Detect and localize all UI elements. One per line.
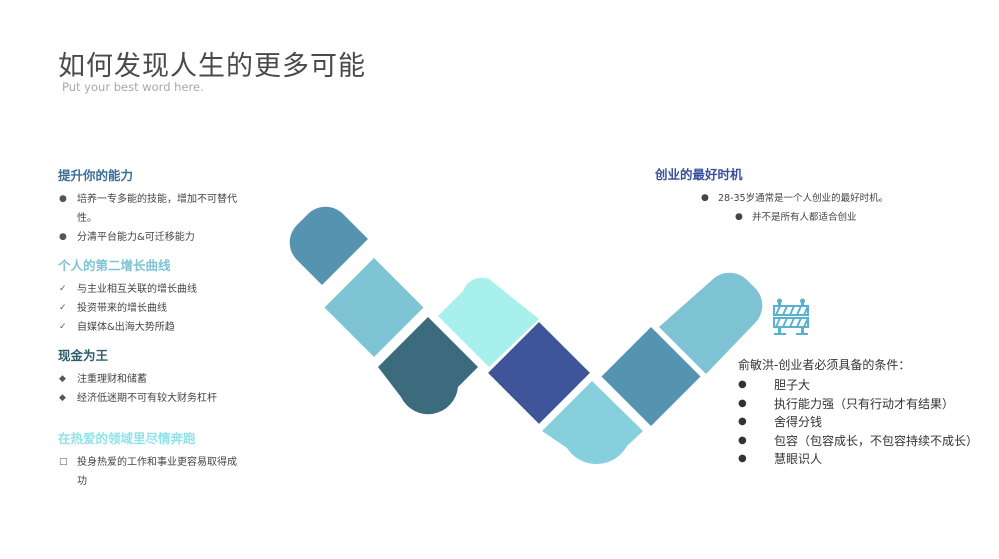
list-item: ◆经济低迷期不可有较大财务杠杆 [58, 389, 238, 408]
list-item: ●执行能力强（只有行动才有结果） [738, 395, 978, 414]
check-icon: ✓ [59, 303, 67, 313]
bullet-icon: ● [59, 232, 67, 242]
square-icon: □ [59, 457, 68, 467]
section-title: 现金为王 [58, 348, 109, 363]
list-item: ●并不是所有人都适合创业 [735, 208, 888, 227]
left-column: 提升你的能力 ●培养一专多能的技能，增加不可替代性。 ●分清平台能力&可迁移能力… [58, 165, 238, 499]
tile-6 [601, 327, 701, 426]
section-ability: 提升你的能力 ●培养一专多能的技能，增加不可替代性。 ●分清平台能力&可迁移能力 [58, 165, 238, 247]
bullet-icon: ● [738, 379, 747, 390]
tile-8 [659, 272, 763, 374]
list-item: ◆注重理财和储蓄 [58, 370, 238, 389]
page-subtitle: Put your best word here. [62, 80, 204, 94]
bullet-icon: ● [738, 397, 747, 409]
list-item: ●慧眼识人 [738, 450, 978, 469]
bullet-icon: ● [738, 416, 747, 427]
bullet-icon: ● [735, 212, 743, 222]
bullet-icon: ● [701, 193, 709, 203]
diamond-icon: ◆ [59, 393, 66, 403]
tile-1 [289, 206, 368, 285]
check-icon: ✓ [59, 322, 67, 332]
list-item: ●28-35岁通常是一个人创业的最好时机。 [701, 189, 888, 208]
tile-3 [378, 317, 478, 415]
section-title: 在热爱的领域里尽情奔跑 [58, 431, 196, 446]
bullet-icon: ● [738, 453, 747, 464]
tile-7 [542, 381, 643, 465]
list-item: ●胆子大 [738, 376, 978, 395]
list-item: □投身热爱的工作和事业更容易取得成功 [58, 453, 238, 491]
road-barrier-icon [772, 298, 810, 336]
startup-timing-block: 创业的最好时机 ●28-35岁通常是一个人创业的最好时机。 ●并不是所有人都适合… [655, 164, 888, 227]
tile-4 [438, 277, 539, 367]
list-item: ✓自媒体&出海大势所趋 [58, 318, 238, 337]
section-growth-curve: 个人的第二增长曲线 ✓与主业相互关联的增长曲线 ✓投资带来的增长曲线 ✓自媒体&… [58, 255, 238, 337]
diamond-icon: ◆ [59, 374, 66, 384]
section-title: 个人的第二增长曲线 [58, 258, 171, 273]
list-item: ●分清平台能力&可迁移能力 [58, 228, 238, 247]
list-item: ✓与主业相互关联的增长曲线 [58, 280, 238, 299]
section-cash: 现金为王 ◆注重理财和储蓄 ◆经济低迷期不可有较大财务杠杆 [58, 345, 238, 408]
section-title: 创业的最好时机 [655, 167, 743, 182]
bullet-icon: ● [738, 434, 747, 446]
page-title: 如何发现人生的更多可能 [58, 51, 366, 82]
founder-conditions-block: 俞敏洪-创业者必须具备的条件： ●胆子大 ●执行能力强（只有行动才有结果） ●舍… [738, 356, 978, 469]
check-icon: ✓ [59, 284, 67, 294]
section-title: 俞敏洪-创业者必须具备的条件： [738, 358, 911, 372]
bullet-icon: ● [59, 194, 67, 204]
list-item: ✓投资带来的增长曲线 [58, 299, 238, 318]
list-item: ●舍得分钱 [738, 413, 978, 432]
list-item: ●包容（包容成长，不包容持续不成长） [738, 432, 978, 451]
section-passion: 在热爱的领域里尽情奔跑 □投身热爱的工作和事业更容易取得成功 [58, 428, 238, 491]
list-item: ●培养一专多能的技能，增加不可替代性。 [58, 190, 238, 228]
section-title: 提升你的能力 [58, 168, 134, 183]
